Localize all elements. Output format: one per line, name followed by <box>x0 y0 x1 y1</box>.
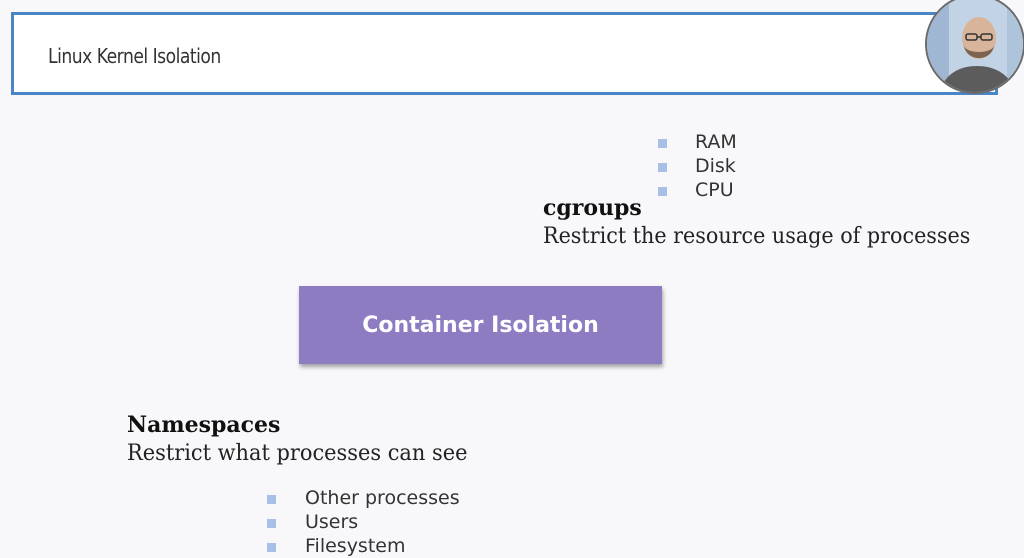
square-bullet-icon <box>658 187 667 196</box>
square-bullet-icon <box>267 519 276 528</box>
presenter-image <box>927 0 1023 92</box>
namespaces-heading: Namespaces <box>127 412 281 438</box>
cgroups-heading: cgroups <box>543 195 642 221</box>
square-bullet-icon <box>658 163 667 172</box>
container-isolation-box: Container Isolation <box>299 286 662 364</box>
title-box: Linux Kernel Isolation <box>11 12 998 95</box>
list-item-label: Users <box>305 511 359 533</box>
list-item-label: Filesystem <box>305 535 406 557</box>
square-bullet-icon <box>267 543 276 552</box>
namespaces-description: Restrict what processes can see <box>127 441 468 466</box>
list-item-label: Other processes <box>305 487 460 509</box>
container-isolation-label: Container Isolation <box>362 312 599 338</box>
list-item-label: CPU <box>695 179 734 201</box>
cgroups-description: Restrict the resource usage of processes <box>543 224 971 249</box>
square-bullet-icon <box>267 495 276 504</box>
presenter-webcam-avatar <box>925 0 1024 94</box>
slide-title: Linux Kernel Isolation <box>48 44 221 68</box>
list-item-label: Disk <box>695 155 736 177</box>
list-item-label: RAM <box>695 131 737 153</box>
square-bullet-icon <box>658 139 667 148</box>
